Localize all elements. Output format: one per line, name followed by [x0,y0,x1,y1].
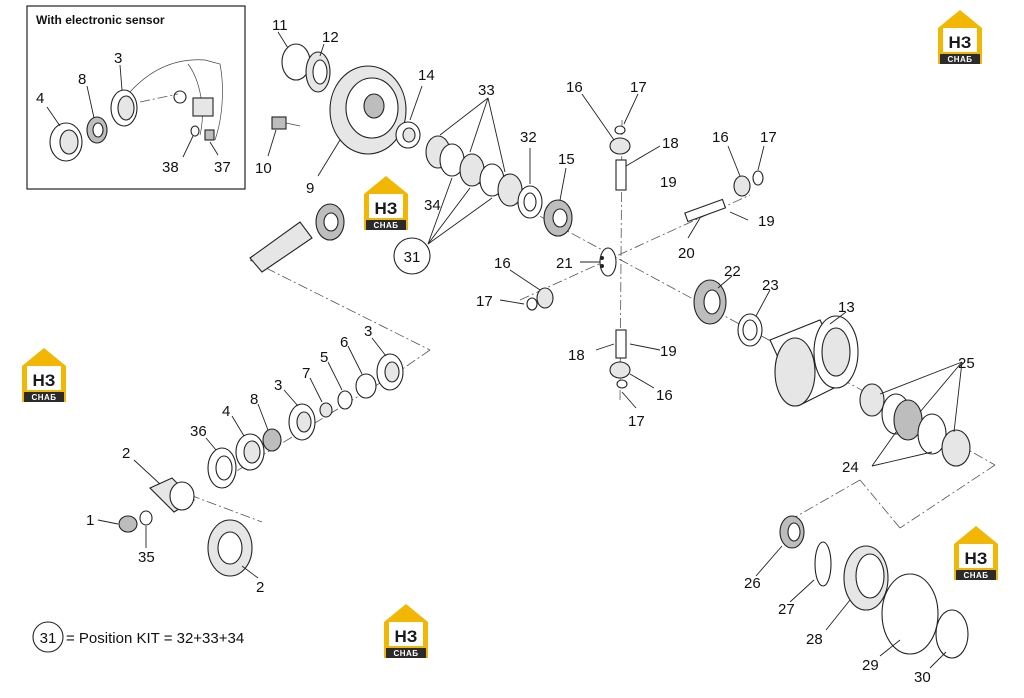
callout-16: 16 [494,255,511,272]
logo-text-small: СНАБ [31,393,56,402]
callout-19: 19 [758,213,775,230]
callout-18: 18 [568,347,585,364]
callout-2: 2 [122,445,130,462]
callout-16: 16 [712,129,729,146]
logo-watermark-top-right: НЗ СНАБ [938,10,982,64]
logo-text-big: НЗ [395,627,418,646]
callout-35: 35 [138,549,155,566]
callout-4: 4 [36,90,44,107]
callout-33: 33 [478,82,495,99]
callout-8: 8 [250,391,258,408]
logo-watermark-right: НЗ СНАБ [954,526,998,580]
callout-26: 26 [744,575,761,592]
callout-22: 22 [724,263,741,280]
callout-10: 10 [255,160,272,177]
callout-15: 15 [558,151,575,168]
callout-25: 25 [958,355,975,372]
callout-7: 7 [302,365,310,382]
differential-group [499,93,765,409]
lower-right-bearing-group [755,515,969,669]
kit-note-number: 31 [40,630,57,647]
callout-2: 2 [256,579,264,596]
callout-19: 19 [660,343,677,360]
kit-note: 31 = Position KIT = 32+33+34 [32,621,244,653]
logo-text-big: НЗ [949,33,972,52]
electronic-sensor-inset: With electronic sensor [26,5,246,190]
callout-12: 12 [322,29,339,46]
callout-18: 18 [662,135,679,152]
ring-gear-group [249,31,423,273]
callout-6: 6 [340,334,348,351]
callout-34: 34 [424,197,441,214]
callout-17: 17 [760,129,777,146]
callout-labels: 4 8 3 38 37 11 12 14 10 9 33 32 34 15 16… [36,17,975,686]
callout-8: 8 [78,71,86,88]
logo-text-small: СНАБ [963,571,988,580]
logo-text-big: НЗ [33,371,56,390]
callout-16: 16 [566,79,583,96]
callout-28: 28 [806,631,823,648]
logo-text-small: СНАБ [373,221,398,230]
callout-30: 30 [914,669,931,686]
callout-17: 17 [476,293,493,310]
callout-17: 17 [630,79,647,96]
callout-27: 27 [778,601,795,618]
callout-3: 3 [274,377,282,394]
callout-32: 32 [520,129,537,146]
inset-title: With electronic sensor [36,13,165,27]
output-shaft-group [97,337,404,579]
callout-11: 11 [272,17,288,34]
logo-text-small: СНАБ [393,649,418,658]
logo-watermark-bottom: НЗ СНАБ [384,604,428,658]
housing-group [693,275,859,407]
logo-text-small: СНАБ [947,55,972,64]
callout-38: 38 [162,159,179,176]
logo-text-big: НЗ [965,549,988,568]
callout-13: 13 [838,299,855,316]
callout-14: 14 [418,67,435,84]
callout-17: 17 [628,413,645,430]
circled-callout-ring [393,237,431,275]
callout-1: 1 [86,512,94,529]
kit-note-ring [32,621,64,653]
callout-23: 23 [762,277,779,294]
callout-29: 29 [862,657,879,674]
callout-21: 21 [556,255,573,272]
clutch-pack-group [859,361,971,467]
callout-3: 3 [114,50,122,67]
kit-note-text: = Position KIT = 32+33+34 [66,630,244,647]
callout-5: 5 [320,349,328,366]
callout-9: 9 [306,180,314,197]
callout-3: 3 [364,323,372,340]
callout-19: 19 [660,174,677,191]
callout-37: 37 [214,159,231,176]
callout-4: 4 [222,403,230,420]
callout-20: 20 [678,245,695,262]
callout-16: 16 [656,387,673,404]
shim-kit-group [425,97,543,245]
circled-callout-31: 31 [404,249,421,266]
callout-24: 24 [842,459,859,476]
callout-36: 36 [190,423,207,440]
logo-text-big: НЗ [375,199,398,218]
logo-watermark-center: НЗ СНАБ [364,176,408,230]
logo-watermark-left: НЗ СНАБ [22,348,66,402]
